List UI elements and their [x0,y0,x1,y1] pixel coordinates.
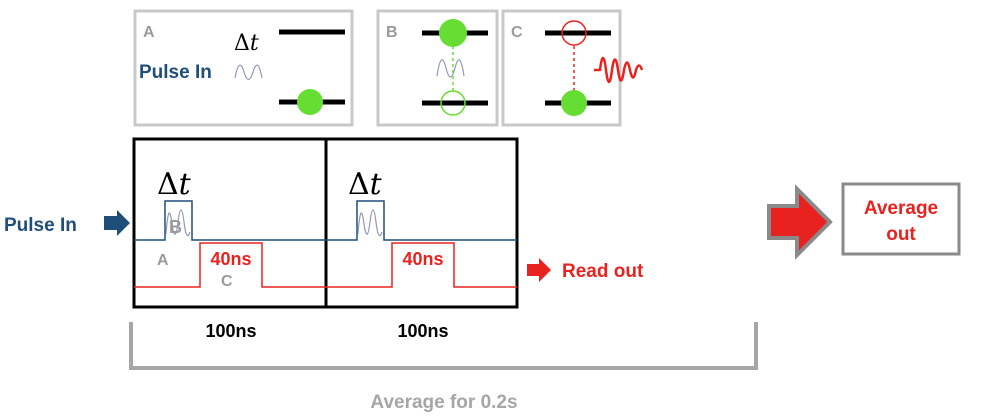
panel-a-letter: A [143,24,155,41]
readout-arrow-icon [527,258,551,282]
average-arrow-icon [767,184,833,260]
average-bracket-label: Average for 0.2s [370,392,517,413]
average-out-box [841,182,961,256]
average-out-label-line1: Average [864,198,938,219]
readout-trace [134,242,517,288]
panel-c: C [501,9,644,127]
delta-t-label-2: Δt [348,167,383,202]
panel-c-emission-wave-icon [594,56,644,84]
panel-c-letter: C [511,24,523,41]
panel-b: B [376,9,499,127]
pulse-in-wave-icon-2 [357,209,383,237]
timing-windows [132,137,519,309]
panel-c-atom-excited-empty [561,20,587,46]
panel-a-delta-t: Δt [234,31,259,56]
panel-b-frame [376,9,499,127]
pulse-in-wave-icon-1 [165,209,191,237]
panel-c-atom-ground [561,90,587,116]
average-bracket [129,322,758,370]
panel-a-frame [133,9,354,127]
panel-c-frame [501,9,622,127]
panel-a-pulse-wave-icon [234,64,263,81]
panel-a: A Pulse In Δt [133,9,354,127]
readout-label: Read out [562,261,644,282]
timing-window-2 [324,137,519,309]
marker-a: A [157,252,169,269]
readout-width-label-2: 40ns [402,249,443,269]
window-duration-label-1: 100ns [205,321,256,341]
readout-width-label-1: 40ns [210,249,251,269]
pulse-in-arrow-icon [104,210,130,236]
window-duration-label-2: 100ns [397,321,448,341]
panel-b-letter: B [386,24,398,41]
panel-b-pulse-wave-icon [436,59,465,78]
panel-a-atom-ground [297,89,323,115]
panel-a-pulse-label: Pulse In [139,62,212,83]
delta-t-label-1: Δt [157,167,192,202]
average-out-label-line2: out [886,224,916,245]
pulse-in-label: Pulse In [4,215,77,236]
marker-b: B [169,217,182,237]
panel-b-atom-ground-empty [440,90,466,116]
marker-c: C [221,273,233,290]
pulse-in-trace [134,200,517,241]
panel-b-atom-excited [439,19,467,47]
